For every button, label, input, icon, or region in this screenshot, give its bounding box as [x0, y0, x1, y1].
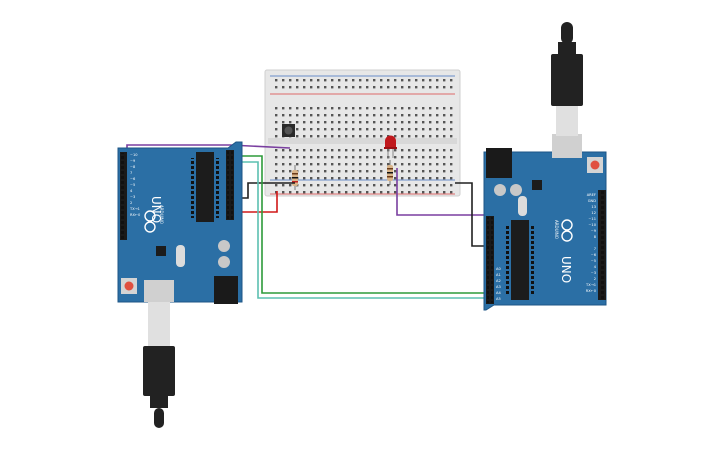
- right-label-9: ~6: [591, 253, 597, 257]
- left-brand-text: ARDUINO: [159, 205, 164, 224]
- left-usb-port: [144, 280, 174, 302]
- right-label-12: ~3: [591, 271, 596, 275]
- right-label-7: 8: [594, 235, 597, 239]
- wire-green[interactable]: [236, 155, 491, 294]
- left-label-1: ~9: [130, 159, 136, 163]
- right-small-chip: [532, 180, 542, 190]
- right-capacitor-2: [510, 184, 522, 196]
- right-header-labels: AREF GND 13 12 ~11 ~10 ~9 8 7 ~6 ~5 4 ~3…: [585, 193, 597, 293]
- breadboard-terminal-bottom: [272, 145, 454, 180]
- red-led[interactable]: [384, 135, 397, 159]
- right-capacitor-1: [494, 184, 506, 196]
- left-label-0: ~10: [130, 153, 138, 157]
- left-label-10: RX←0: [130, 213, 141, 217]
- right-arduino-logo: [561, 219, 573, 242]
- right-label-13: 2: [594, 277, 596, 281]
- left-label-4: ~6: [130, 177, 136, 181]
- right-usb-cable[interactable]: [551, 22, 583, 136]
- left-label-8: 2: [130, 201, 132, 205]
- wire-black-gnd-left[interactable]: [240, 182, 295, 199]
- left-label-6: 4: [130, 189, 133, 193]
- breadboard[interactable]: [264, 69, 461, 197]
- right-label-8: 7: [594, 247, 596, 251]
- left-label-3: 7: [130, 171, 132, 175]
- right-analog-0: A0: [496, 267, 501, 271]
- push-button[interactable]: [282, 124, 295, 137]
- right-label-3: 12: [591, 211, 596, 215]
- right-analog-1: A1: [496, 273, 501, 277]
- left-capacitor-2: [218, 256, 230, 268]
- left-power-jack: [214, 276, 238, 304]
- breadboard-bottom-rail: [270, 179, 455, 195]
- right-analog-labels: A0 A1 A2 A3 A4 A5: [496, 267, 501, 301]
- left-capacitor-1: [218, 240, 230, 252]
- left-crystal: [176, 245, 185, 267]
- breadboard-terminal-top: [272, 103, 454, 138]
- right-label-5: ~10: [588, 223, 596, 227]
- right-uno-logo: UNO: [559, 256, 573, 283]
- right-label-11: 4: [594, 265, 597, 269]
- right-label-14: TX→1: [585, 283, 596, 287]
- left-label-5: ~5: [130, 183, 135, 187]
- right-arduino-board[interactable]: UNO ARDUINO AREF GND 13 12 ~11 ~10 ~9 8 …: [483, 134, 607, 311]
- right-microcontroller-chip: [511, 220, 529, 300]
- left-uno-logo: UNO: [149, 196, 163, 223]
- left-arduino-logo: [144, 210, 156, 233]
- right-analog-5: A5: [496, 297, 501, 301]
- right-reset-button[interactable]: [587, 157, 603, 173]
- right-label-15: RX←0: [586, 289, 597, 293]
- left-reset-button[interactable]: [121, 278, 137, 294]
- resistor-button[interactable]: [292, 165, 298, 190]
- right-label-0: AREF: [587, 193, 596, 197]
- left-usb-cable[interactable]: [143, 302, 175, 428]
- wire-black-gnd-right[interactable]: [455, 182, 489, 247]
- left-label-9: TX→1: [129, 207, 140, 211]
- right-usb-port: [552, 134, 582, 158]
- left-label-2: ~8: [130, 165, 136, 169]
- breadboard-top-rail: [270, 75, 455, 95]
- right-power-jack: [486, 148, 512, 178]
- right-label-2: 13: [591, 205, 596, 209]
- left-small-chip: [156, 246, 166, 256]
- breadboard-center-channel: [268, 138, 457, 144]
- right-label-6: ~9: [591, 229, 597, 233]
- right-analog-3: A3: [496, 285, 501, 289]
- right-analog-2: A2: [496, 279, 501, 283]
- right-analog-4: A4: [496, 291, 501, 295]
- left-arduino-board[interactable]: ~10 ~9 ~8 7 ~6 ~5 4 ~3 2 TX→1 RX←0 UNO A…: [117, 141, 243, 304]
- left-microcontroller-chip: [196, 152, 214, 222]
- left-header-labels: ~10 ~9 ~8 7 ~6 ~5 4 ~3 2 TX→1 RX←0: [129, 153, 141, 217]
- right-label-1: GND: [588, 199, 596, 203]
- right-label-10: ~5: [591, 259, 596, 263]
- right-crystal: [518, 196, 527, 216]
- resistor-led[interactable]: [387, 160, 393, 185]
- right-brand-text: ARDUINO: [554, 220, 559, 239]
- wire-teal[interactable]: [236, 161, 491, 299]
- right-label-4: ~11: [588, 217, 596, 221]
- left-label-7: ~3: [130, 195, 135, 199]
